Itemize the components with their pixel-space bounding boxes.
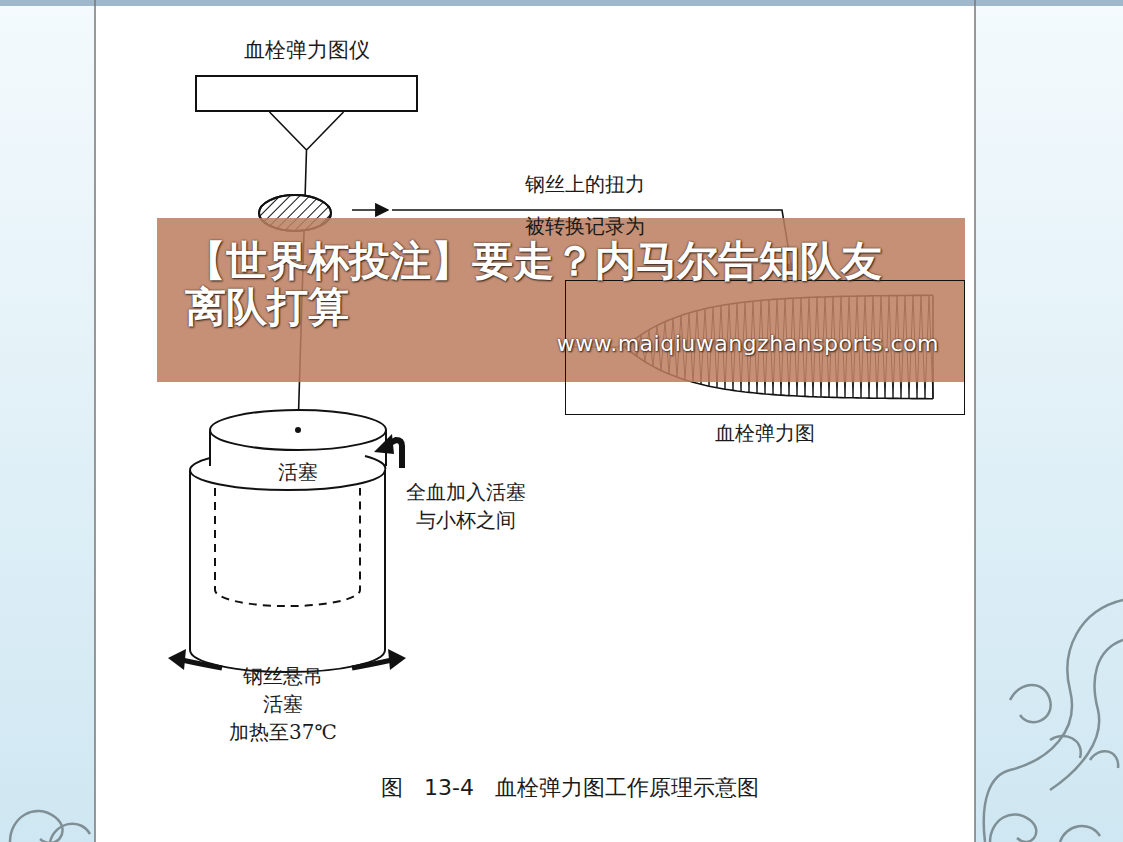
chart-title: 血栓弹力图 — [715, 420, 815, 446]
piston-label-area: 活塞 — [210, 430, 386, 486]
piston — [210, 410, 386, 606]
instrument-heading: 血栓弹力图仪 — [244, 37, 370, 63]
callout-text: 加热至37℃ — [229, 720, 337, 744]
callout-text: 被转换记录为 — [525, 214, 645, 238]
cup — [190, 456, 385, 672]
callout-text: 全血加入活塞 — [406, 480, 526, 504]
callout-text: 活塞 — [263, 692, 303, 716]
watermark-title: 【世界杯投注】要走？内马尔告知队友离队打算 — [185, 238, 898, 330]
watermark-url: www.maiqiuwangzhansports.com — [557, 330, 939, 358]
pour-arrow — [374, 434, 402, 468]
watermark-band: 【世界杯投注】要走？内马尔告知队友离队打算www.maiqiuwangzhans… — [157, 218, 965, 382]
dragon-ornament — [10, 600, 1123, 842]
callout-text: 钢丝悬吊 — [243, 664, 323, 688]
figure-caption: 图 13-4 血栓弹力图工作原理示意图 — [381, 774, 759, 802]
callout-text: 与小杯之间 — [416, 508, 516, 532]
callout-text: 钢丝上的扭力 — [525, 172, 645, 196]
part-name: 活塞 — [278, 460, 318, 484]
instrument-box: 血栓弹力图仪 — [195, 75, 418, 112]
